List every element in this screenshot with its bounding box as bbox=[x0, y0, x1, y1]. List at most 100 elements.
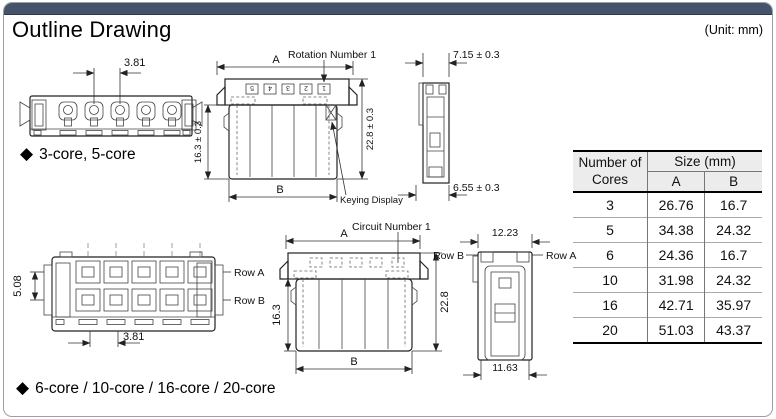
cores-cell: 3 bbox=[573, 191, 648, 218]
size-b-cell: 16.7 bbox=[704, 242, 762, 268]
rotation-numbers: 5 4 3 2 1 bbox=[245, 83, 331, 95]
connector-side-body bbox=[472, 251, 533, 361]
connector-side-body bbox=[418, 82, 450, 184]
table-row: 16 42.71 35.97 bbox=[573, 292, 762, 318]
unit-label: (Unit: mm) bbox=[704, 23, 763, 37]
dim-row-pitch: 5.08 bbox=[12, 271, 44, 301]
dim-width-bottom: 6.55 ± 0.3 bbox=[398, 182, 500, 201]
row-callouts: Row A Row B bbox=[223, 267, 265, 307]
diamond-icon: ◆ bbox=[16, 378, 30, 397]
rear-multi-drawing: A Circuit Number 1 bbox=[271, 221, 451, 374]
dim-a-label: A bbox=[340, 228, 348, 240]
bottom-strip bbox=[33, 130, 191, 136]
cores-cell: 20 bbox=[573, 317, 648, 343]
pitch-label: 3.81 bbox=[124, 57, 145, 69]
row-callouts: Row B Row A bbox=[433, 250, 576, 262]
front-3-5-drawing: 3.81 bbox=[19, 57, 203, 137]
svg-text:2: 2 bbox=[304, 84, 308, 91]
svg-text:5: 5 bbox=[250, 84, 254, 91]
row-pitch-label: 5.08 bbox=[12, 275, 24, 296]
size-b-cell: 24.32 bbox=[704, 267, 762, 293]
table-row: 10 31.98 24.32 bbox=[573, 267, 762, 293]
svg-text:1: 1 bbox=[322, 84, 326, 91]
diamond-icon: ◆ bbox=[20, 144, 34, 163]
connector-front-body bbox=[19, 95, 203, 137]
caption-multi-core-label: 6-core / 10-core / 16-core / 20-core bbox=[35, 380, 276, 397]
col-header-size: Size (mm) bbox=[647, 151, 762, 172]
dim-b-label: B bbox=[276, 184, 283, 196]
circuit-number-label: Circuit Number 1 bbox=[352, 221, 431, 233]
dim-height-inner: 16.3 ± 0.3 bbox=[193, 104, 229, 180]
rear-3-5-drawing: A Rotation Number 1 5 4 3 2 1 bbox=[193, 49, 403, 206]
size-a-cell: 51.03 bbox=[647, 317, 706, 343]
side-multi-drawing: 12.23 Row B Row A 11.63 bbox=[433, 227, 576, 380]
size-table: Number of Cores Size (mm) A B 3 26.76 16… bbox=[573, 150, 762, 344]
front-multi-drawing: 5.08 3.81 Row A Row B bbox=[12, 243, 265, 347]
cores-cell: 6 bbox=[573, 242, 648, 268]
col-header-cores: Number of Cores bbox=[573, 151, 648, 193]
dim-b: B bbox=[295, 351, 413, 374]
dim-a: A bbox=[216, 54, 354, 75]
dim-width-bottom: 11.63 bbox=[463, 360, 547, 380]
pitch-label: 3.81 bbox=[123, 331, 144, 343]
width-top-label: 12.23 bbox=[492, 227, 518, 239]
header-bar bbox=[4, 3, 772, 15]
width-bottom-label: 6.55 ± 0.3 bbox=[453, 182, 500, 194]
dim-height-inner: 16.3 bbox=[271, 278, 296, 352]
housing-rear bbox=[279, 252, 429, 352]
caption-multi-core: ◆ 6-core / 10-core / 16-core / 20-core bbox=[16, 378, 275, 398]
dim-height-outer: 22.8 bbox=[412, 252, 451, 352]
size-a-cell: 31.98 bbox=[647, 267, 706, 293]
caption-3-5-core-label: 3-core, 5-core bbox=[39, 146, 136, 163]
connector-front-body bbox=[43, 251, 224, 332]
height-outer-label: 22.8 ± 0.3 bbox=[365, 108, 376, 150]
cores-cell: 5 bbox=[573, 217, 648, 243]
page-title: Outline Drawing bbox=[12, 17, 172, 42]
dim-b-label: B bbox=[350, 356, 357, 368]
keying-box bbox=[325, 104, 337, 121]
dim-b: B bbox=[228, 179, 338, 202]
col-header-a: A bbox=[647, 171, 706, 193]
row-a-label: Row A bbox=[546, 250, 576, 262]
size-a-cell: 34.38 bbox=[647, 217, 706, 243]
terminals bbox=[58, 101, 182, 127]
side-3-5-drawing: 7.15 ± 0.3 6.55 ± 0.3 bbox=[398, 49, 500, 201]
svg-text:4: 4 bbox=[268, 84, 272, 91]
bottom-strip bbox=[55, 319, 210, 325]
table-row: 20 51.03 43.37 bbox=[573, 317, 762, 343]
rotation-number-label: Rotation Number 1 bbox=[288, 49, 376, 61]
terminals-row-b bbox=[75, 288, 213, 312]
cores-cell: 16 bbox=[573, 292, 648, 318]
pitch-dimension: 3.81 bbox=[73, 57, 145, 104]
dim-height-outer: 22.8 ± 0.3 bbox=[337, 78, 376, 180]
dim-pitch: 3.81 bbox=[68, 331, 144, 347]
size-a-cell: 26.76 bbox=[647, 191, 706, 218]
size-b-cell: 16.7 bbox=[704, 191, 762, 218]
row-b-label: Row B bbox=[234, 295, 265, 307]
height-outer-label: 22.8 bbox=[439, 291, 451, 312]
col-header-b: B bbox=[704, 171, 762, 193]
size-a-cell: 42.71 bbox=[647, 292, 706, 318]
width-top-label: 7.15 ± 0.3 bbox=[453, 49, 500, 61]
size-b-cell: 35.97 bbox=[704, 292, 762, 318]
size-b-cell: 24.32 bbox=[704, 217, 762, 243]
svg-text:3: 3 bbox=[286, 84, 290, 91]
cores-cell: 10 bbox=[573, 267, 648, 293]
table-row: 3 26.76 16.7 bbox=[573, 191, 762, 218]
row-a-label: Row A bbox=[234, 267, 264, 279]
table-row: 5 34.38 24.32 bbox=[573, 217, 762, 243]
housing-rear: 5 4 3 2 1 bbox=[216, 78, 358, 180]
keying-display-callout: Keying Display bbox=[330, 121, 403, 206]
size-a-cell: 24.36 bbox=[647, 242, 706, 268]
height-inner-label: 16.3 ± 0.3 bbox=[193, 121, 204, 163]
terminals-row-a bbox=[75, 260, 213, 284]
dim-width-top: 12.23 bbox=[460, 227, 550, 248]
caption-3-5-core: ◆ 3-core, 5-core bbox=[20, 144, 136, 164]
keying-display-label: Keying Display bbox=[340, 195, 403, 206]
size-b-cell: 43.37 bbox=[704, 317, 762, 343]
height-inner-label: 16.3 bbox=[271, 304, 283, 325]
dim-width-top: 7.15 ± 0.3 bbox=[405, 49, 500, 77]
table-row: 6 24.36 16.7 bbox=[573, 242, 762, 268]
dim-a-label: A bbox=[272, 54, 280, 66]
